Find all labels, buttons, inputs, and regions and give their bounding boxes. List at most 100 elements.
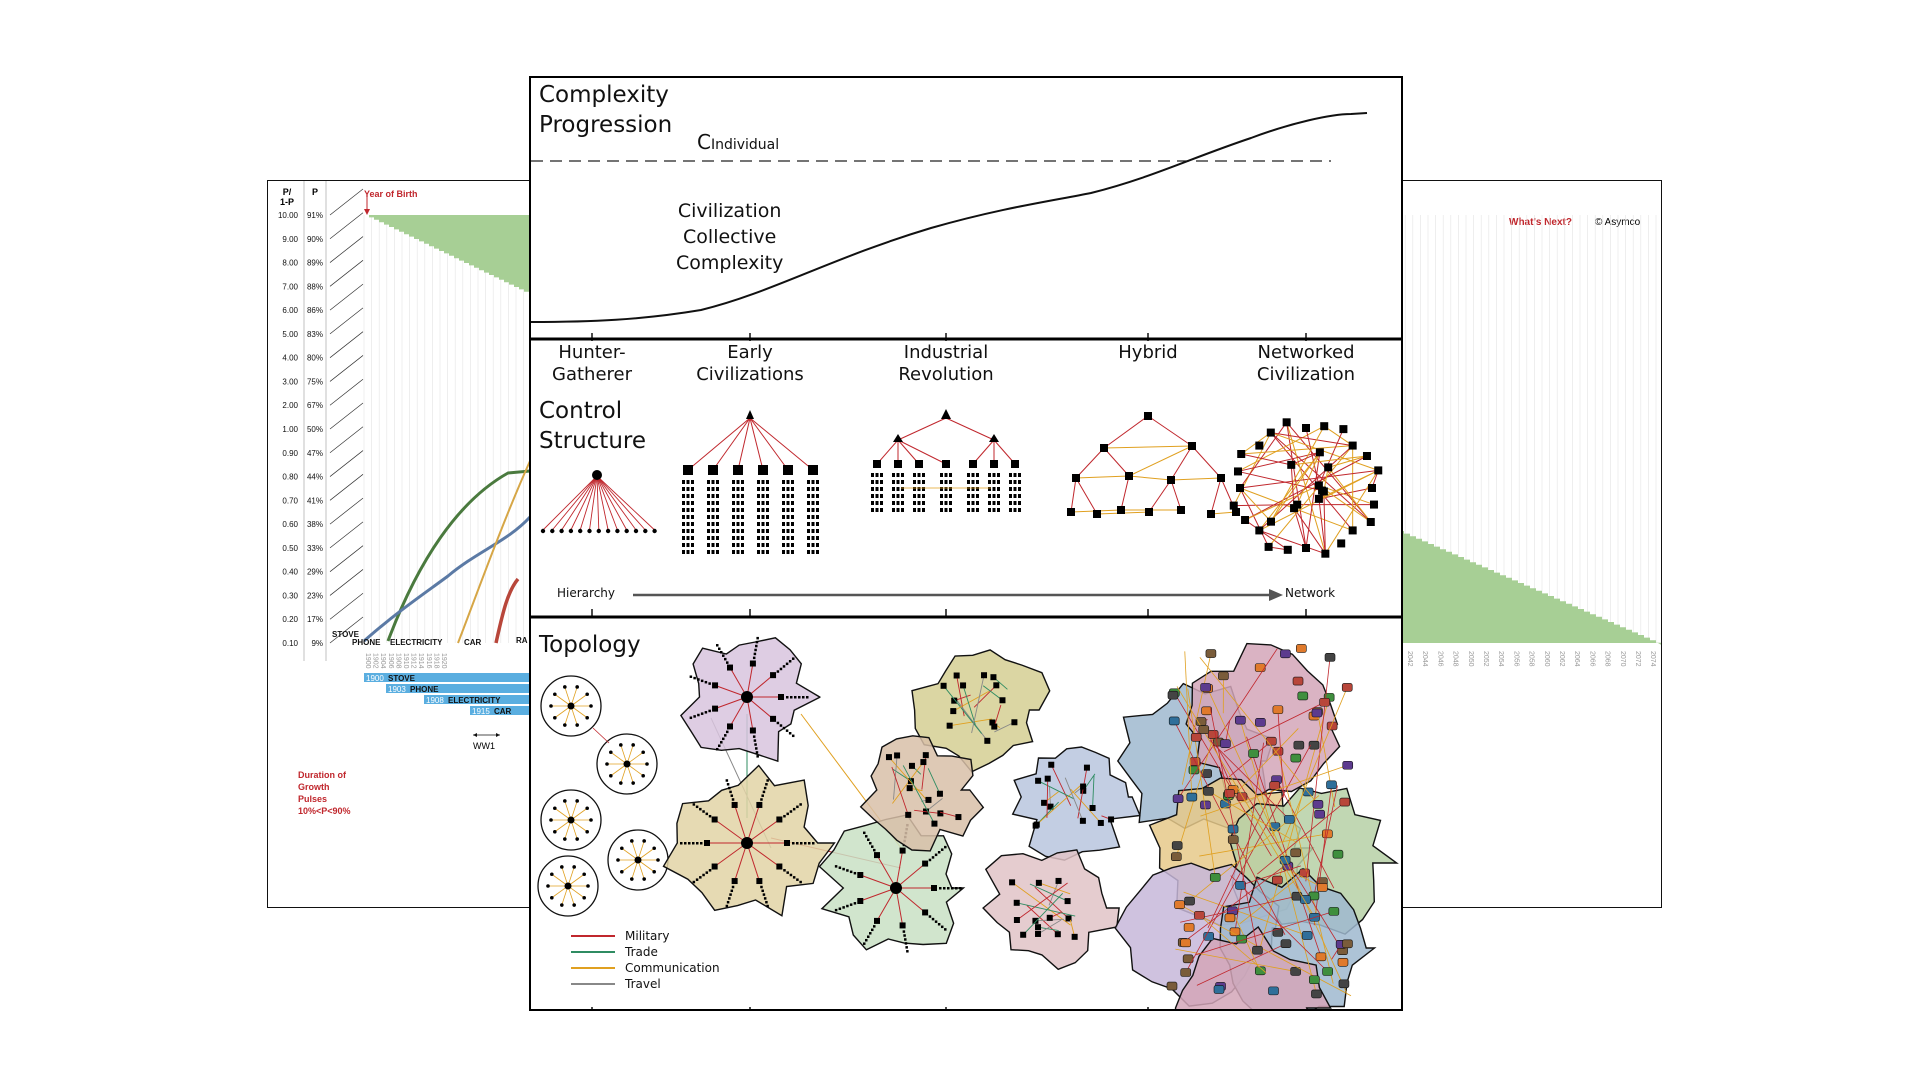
subject-node <box>707 508 710 512</box>
tribal-bands <box>537 675 669 917</box>
subject-node <box>711 543 715 547</box>
odds-tick-label: 0.90 <box>282 449 298 458</box>
worker-node <box>997 487 1000 491</box>
subject-node <box>791 529 794 533</box>
worker-node <box>971 473 975 477</box>
network-node <box>1255 526 1264 535</box>
network-link <box>1237 425 1325 472</box>
subject-node <box>782 508 785 512</box>
worker-node <box>913 487 916 491</box>
city-node <box>756 801 763 808</box>
city-node <box>711 816 718 823</box>
worker-node <box>940 480 943 484</box>
network-link <box>1318 498 1326 554</box>
subject-node <box>766 480 769 484</box>
worker-node <box>1013 501 1017 505</box>
worker-node <box>871 508 874 512</box>
year-tick-label: 2050 <box>1467 651 1474 667</box>
city-node <box>749 660 756 667</box>
subject-node <box>756 636 759 640</box>
subject-node <box>783 814 786 818</box>
network-axis-label: Network <box>1285 586 1336 600</box>
network-node <box>1370 500 1379 509</box>
subject-node <box>863 831 866 835</box>
city-node <box>776 816 783 823</box>
military-link <box>1148 479 1172 513</box>
worker-node <box>988 508 991 512</box>
person-node <box>575 799 579 803</box>
polity-node <box>1342 760 1354 770</box>
percent-tick-label: 17% <box>307 615 323 624</box>
worker-node <box>1013 494 1017 498</box>
network-link <box>1187 688 1216 878</box>
subject-node <box>736 515 740 519</box>
subject-node <box>944 845 947 849</box>
polity-node <box>1301 931 1313 940</box>
military-link <box>596 475 618 531</box>
subject-node <box>789 873 793 877</box>
subject-node <box>682 522 685 526</box>
subject-node <box>754 648 757 652</box>
subject-node <box>783 869 786 872</box>
worker-node <box>913 480 916 484</box>
year-tick-label: 2044 <box>1421 651 1428 667</box>
subject-node <box>716 522 719 526</box>
subject-node <box>699 876 702 879</box>
network-link <box>1196 943 1287 986</box>
communication-link <box>1075 475 1130 479</box>
year-tick-label: 2056 <box>1512 651 1519 667</box>
collective-complexity-label: Civilization Collective Complexity <box>676 200 784 274</box>
worker-node <box>922 473 925 477</box>
subject-node <box>707 529 710 533</box>
subject-node <box>794 696 797 699</box>
polity-node <box>1292 676 1304 686</box>
person-node <box>549 704 553 708</box>
leader-node <box>634 856 642 864</box>
subject-node <box>686 536 690 540</box>
network-link <box>1293 507 1326 554</box>
subject-node <box>736 480 740 484</box>
subject-node <box>692 803 696 806</box>
subject-node <box>682 487 685 491</box>
network-link <box>1223 701 1325 753</box>
subject-node <box>736 550 740 554</box>
scale-diagonal <box>329 450 364 477</box>
subject-node <box>699 807 702 811</box>
polity-node <box>1324 653 1336 662</box>
military-link <box>734 842 748 882</box>
odds-tick-label: 0.20 <box>282 615 298 624</box>
year-tick-label: 1902 <box>372 653 379 669</box>
worker-node <box>1013 487 1017 491</box>
military-link <box>596 475 655 531</box>
region-node <box>1079 817 1086 824</box>
region-link <box>954 696 988 742</box>
city-node <box>712 682 719 689</box>
subject-node <box>791 536 794 540</box>
year-tick-label: 2072 <box>1634 651 1641 667</box>
person-node <box>582 895 586 900</box>
worker-node <box>940 494 943 498</box>
subject-node <box>736 522 740 526</box>
person-node <box>605 762 609 766</box>
network-node <box>1366 518 1375 526</box>
subject-node <box>726 900 730 904</box>
subject-node <box>766 501 769 505</box>
region-node <box>1089 805 1096 812</box>
network-link <box>1268 445 1354 548</box>
network-link <box>1209 740 1290 820</box>
polity-node <box>1339 797 1351 807</box>
subject-node <box>718 647 721 651</box>
subject-node <box>707 480 710 484</box>
capital-node <box>890 882 902 894</box>
subject-node <box>931 917 935 921</box>
worker-node <box>892 494 895 498</box>
subject-node <box>682 543 685 547</box>
region-node <box>981 672 988 679</box>
polity-node <box>1168 716 1180 726</box>
city-node <box>749 727 756 734</box>
military-link <box>1191 445 1222 479</box>
subject-node <box>700 679 704 683</box>
percent-tick-label: 50% <box>307 425 323 434</box>
network-link <box>1270 432 1379 471</box>
subject-node <box>689 716 693 720</box>
